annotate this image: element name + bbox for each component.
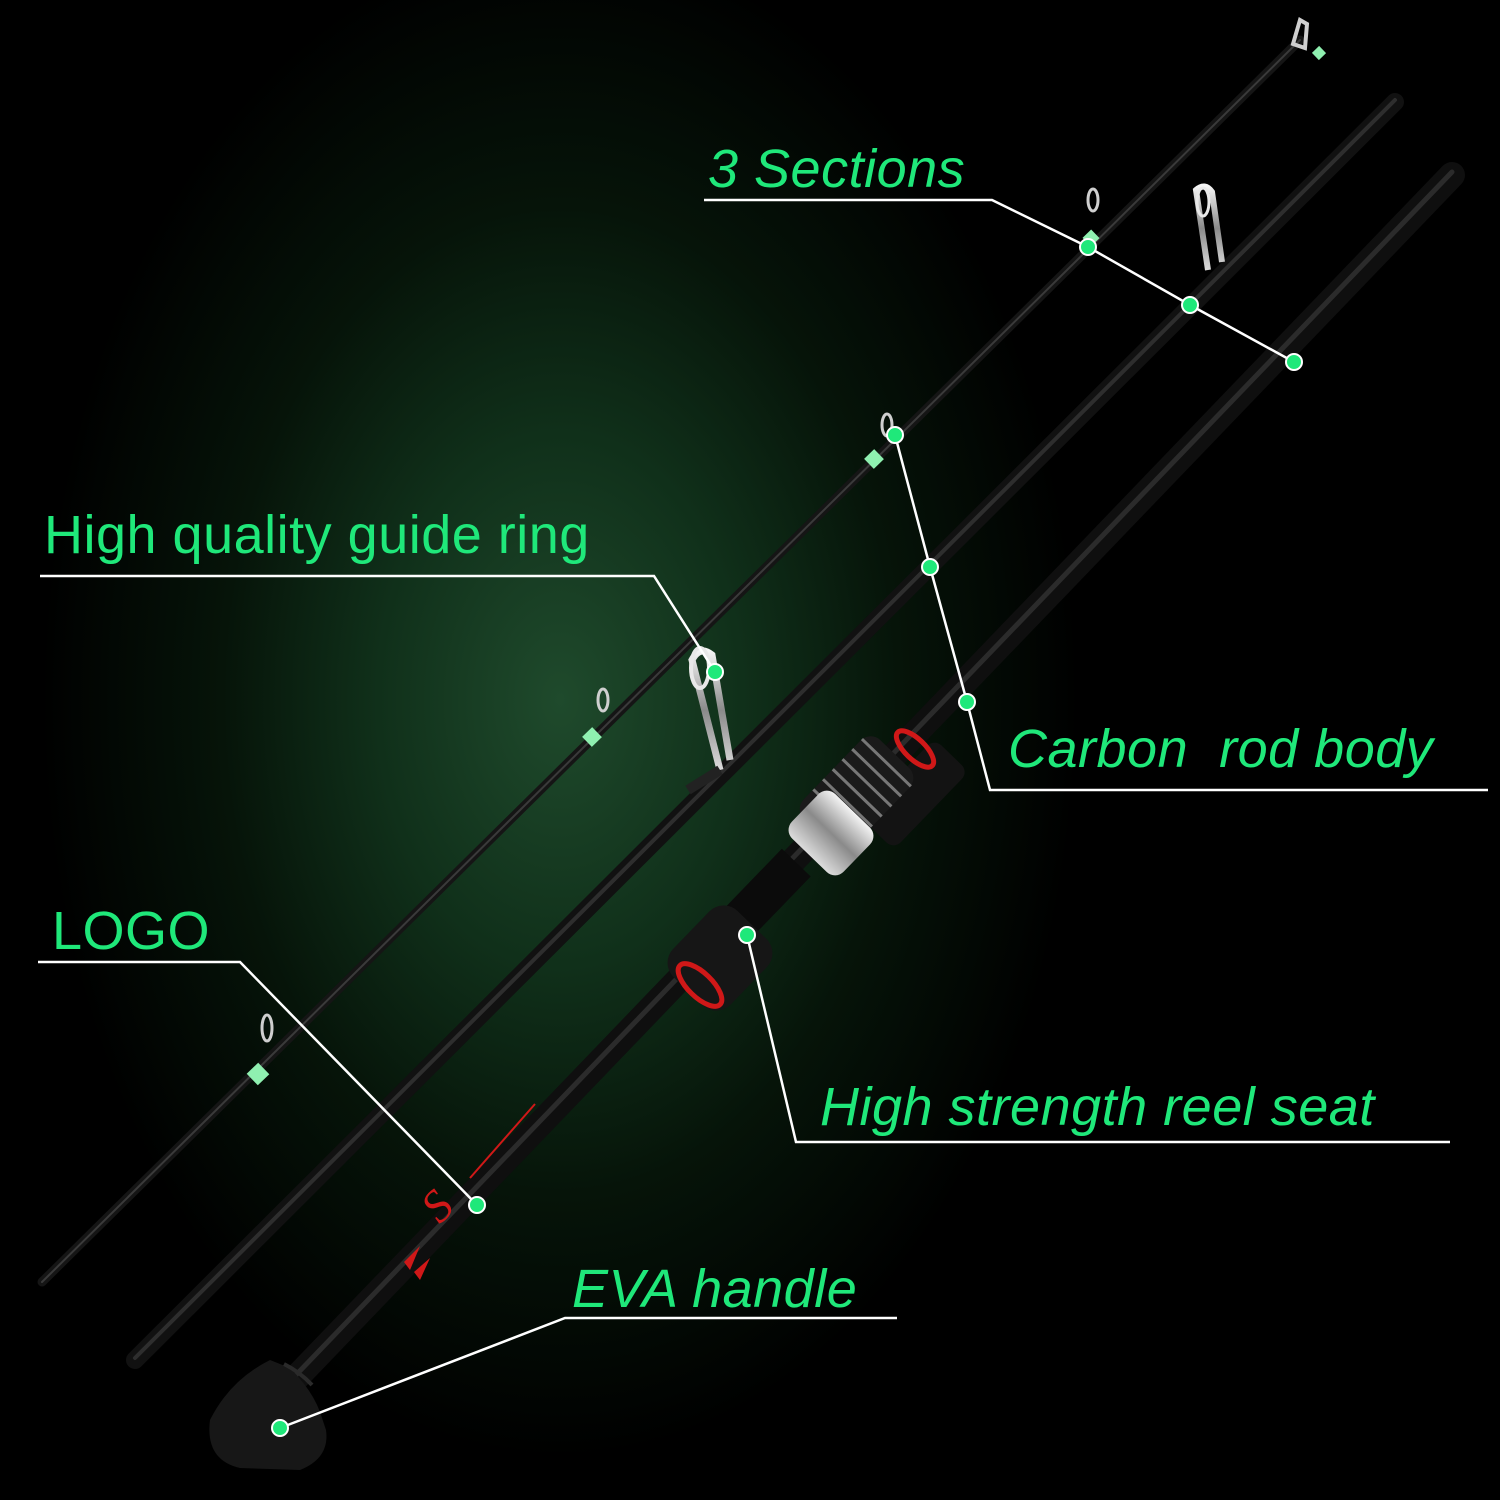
callout-dot	[271, 1419, 289, 1437]
callout-dot	[706, 663, 724, 681]
callout-dot	[886, 426, 904, 444]
callout-dot	[468, 1196, 486, 1214]
reel-seat-label: High strength reel seat	[820, 1077, 1375, 1137]
guide-ring-leader	[40, 574, 717, 673]
callout-dot	[1181, 296, 1199, 314]
callout-dot	[738, 926, 756, 944]
eva-handle-label: EVA handle	[572, 1259, 858, 1319]
callout-dots	[271, 238, 1303, 1437]
eva-handle	[209, 1360, 327, 1470]
callout-dot	[1079, 238, 1097, 256]
small-guide-icon	[246, 1013, 274, 1086]
guide-ring-label: High quality guide ring	[44, 505, 590, 565]
callout-dot	[921, 558, 939, 576]
sections-label: 3 Sections	[708, 139, 966, 199]
eva-handle-leader	[279, 1316, 897, 1430]
small-guide-icon	[582, 687, 610, 747]
callout-dot	[958, 693, 976, 711]
logo-leader	[38, 960, 478, 1206]
reel-seat	[667, 728, 965, 1011]
small-guide-icon	[1082, 187, 1100, 247]
callout-dot	[1285, 353, 1303, 371]
logo-label: LOGO	[52, 901, 211, 961]
carbon-body-label: Carbon rod body	[1008, 719, 1434, 779]
large-guide-ring-icon	[1192, 183, 1225, 271]
reel-seat-leader	[745, 934, 1450, 1144]
